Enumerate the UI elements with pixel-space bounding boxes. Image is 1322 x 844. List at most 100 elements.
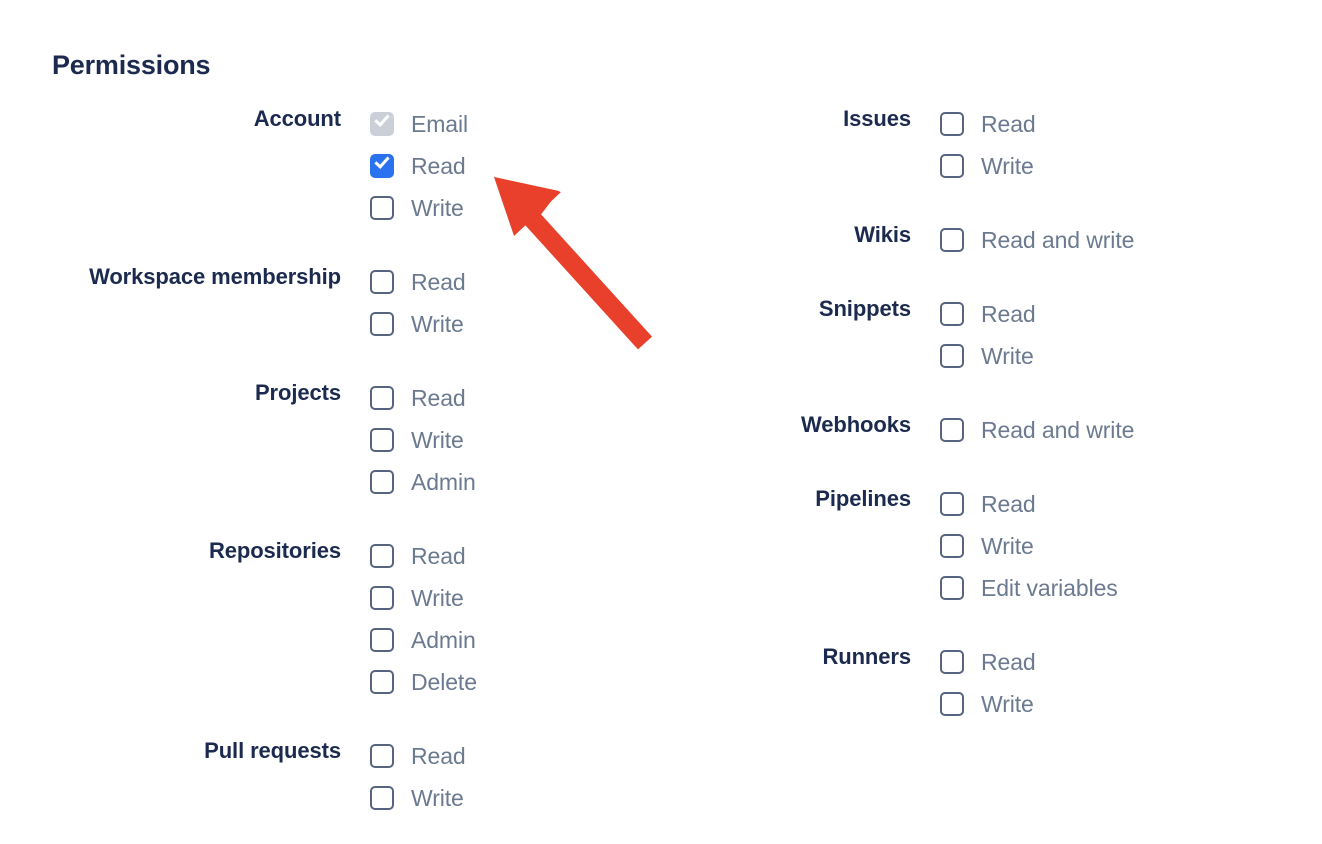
checkbox-read-icon[interactable] (370, 153, 394, 178)
checkbox-write-icon[interactable] (940, 534, 964, 558)
permission-option-row[interactable]: Admin (370, 461, 476, 503)
permission-option-row[interactable]: Read (940, 483, 1118, 525)
permission-option-label: Read (981, 111, 1036, 137)
permission-option-row[interactable]: Write (370, 419, 476, 461)
permission-option-row[interactable]: Read (370, 261, 466, 303)
permission-option-label: Delete (411, 669, 477, 695)
checkbox-read-icon[interactable] (940, 492, 964, 516)
permission-option-label: Write (411, 195, 464, 221)
permission-option-label: Read (411, 385, 466, 411)
permission-option-label: Read (981, 301, 1036, 327)
checkbox-write-icon[interactable] (370, 428, 394, 452)
checkbox-read-icon[interactable] (370, 744, 394, 768)
checkbox-read-icon[interactable] (940, 112, 964, 136)
permission-group: Wikis Read and write (660, 219, 1322, 261)
permission-option-label: Read (411, 269, 466, 295)
permission-option-label: Admin (411, 469, 476, 495)
permission-option-label: Admin (411, 627, 476, 653)
checkbox-edit-variables-icon[interactable] (940, 576, 964, 600)
permission-option-row[interactable]: Read (370, 145, 468, 187)
permission-group-label: Pull requests (204, 738, 341, 763)
permission-option-label: Write (981, 533, 1034, 559)
checkbox-read-icon[interactable] (370, 544, 394, 568)
permission-option-row[interactable]: Write (370, 187, 468, 229)
checkbox-email-icon (370, 111, 394, 136)
permission-option-row[interactable]: Read and write (940, 219, 1134, 261)
page-title: Permissions (52, 50, 211, 80)
checkbox-write-icon[interactable] (940, 154, 964, 178)
checkbox-read-and-write-icon[interactable] (940, 228, 964, 252)
permission-option-row[interactable]: Write (370, 303, 466, 345)
permission-option-row[interactable]: Email (370, 103, 468, 145)
permission-options: Read and write (940, 219, 1134, 261)
permission-option-label: Email (411, 111, 469, 137)
permission-option-label: Write (981, 153, 1034, 179)
permission-option-row[interactable]: Edit variables (940, 567, 1118, 609)
permission-option-label: Read (981, 491, 1036, 517)
permission-option-row[interactable]: Read (370, 377, 476, 419)
checkbox-read-icon[interactable] (940, 650, 964, 674)
permission-option-row[interactable]: Delete (370, 661, 477, 703)
permission-option-row[interactable]: Write (940, 525, 1118, 567)
permission-group-label: Projects (254, 380, 341, 405)
permission-option-row[interactable]: Read (370, 535, 477, 577)
checkbox-write-icon[interactable] (370, 312, 394, 336)
permission-option-row[interactable]: Read and write (940, 409, 1134, 451)
permission-option-label: Read (411, 743, 466, 769)
permission-option-row[interactable]: Write (370, 577, 477, 619)
permission-option-label: Read (981, 649, 1036, 675)
permission-group-label: Runners (822, 644, 911, 669)
permission-option-label: Read (411, 543, 466, 569)
checkbox-read-and-write-icon[interactable] (940, 418, 964, 442)
checkbox-admin-icon[interactable] (370, 470, 394, 494)
checkbox-delete-icon[interactable] (370, 670, 394, 694)
permission-options: Read and write (940, 409, 1134, 451)
checkbox-write-icon[interactable] (940, 344, 964, 368)
permission-option-row[interactable]: Read (940, 293, 1036, 335)
permission-group-label: Workspace membership (89, 264, 341, 289)
permission-option-label: Write (411, 585, 464, 611)
permission-option-label: Read (411, 153, 466, 179)
permission-option-row[interactable]: Write (940, 335, 1036, 377)
permission-option-row[interactable]: Read (940, 641, 1036, 683)
checkmark-icon (374, 111, 390, 127)
checkbox-write-icon[interactable] (370, 786, 394, 810)
permission-option-row[interactable]: Read (370, 735, 466, 777)
checkbox-read-icon[interactable] (370, 386, 394, 410)
permission-option-label: Read and write (981, 227, 1135, 253)
checkbox-write-icon[interactable] (370, 586, 394, 610)
checkbox-write-icon[interactable] (370, 196, 394, 220)
checkbox-read-icon[interactable] (940, 302, 964, 326)
checkbox-read-icon[interactable] (370, 270, 394, 294)
checkbox-admin-icon[interactable] (370, 628, 394, 652)
permission-option-row[interactable]: Write (940, 683, 1036, 725)
permission-option-label: Edit variables (981, 575, 1118, 601)
checkbox-write-icon[interactable] (940, 692, 964, 716)
permission-option-label: Write (981, 691, 1034, 717)
permission-group-label: Wikis (854, 222, 911, 247)
permission-option-row[interactable]: Read (940, 103, 1036, 145)
permission-option-row[interactable]: Admin (370, 619, 477, 661)
permission-option-row[interactable]: Write (940, 145, 1036, 187)
permission-group-label: Pipelines (815, 486, 911, 511)
permission-option-row[interactable]: Write (370, 777, 466, 819)
